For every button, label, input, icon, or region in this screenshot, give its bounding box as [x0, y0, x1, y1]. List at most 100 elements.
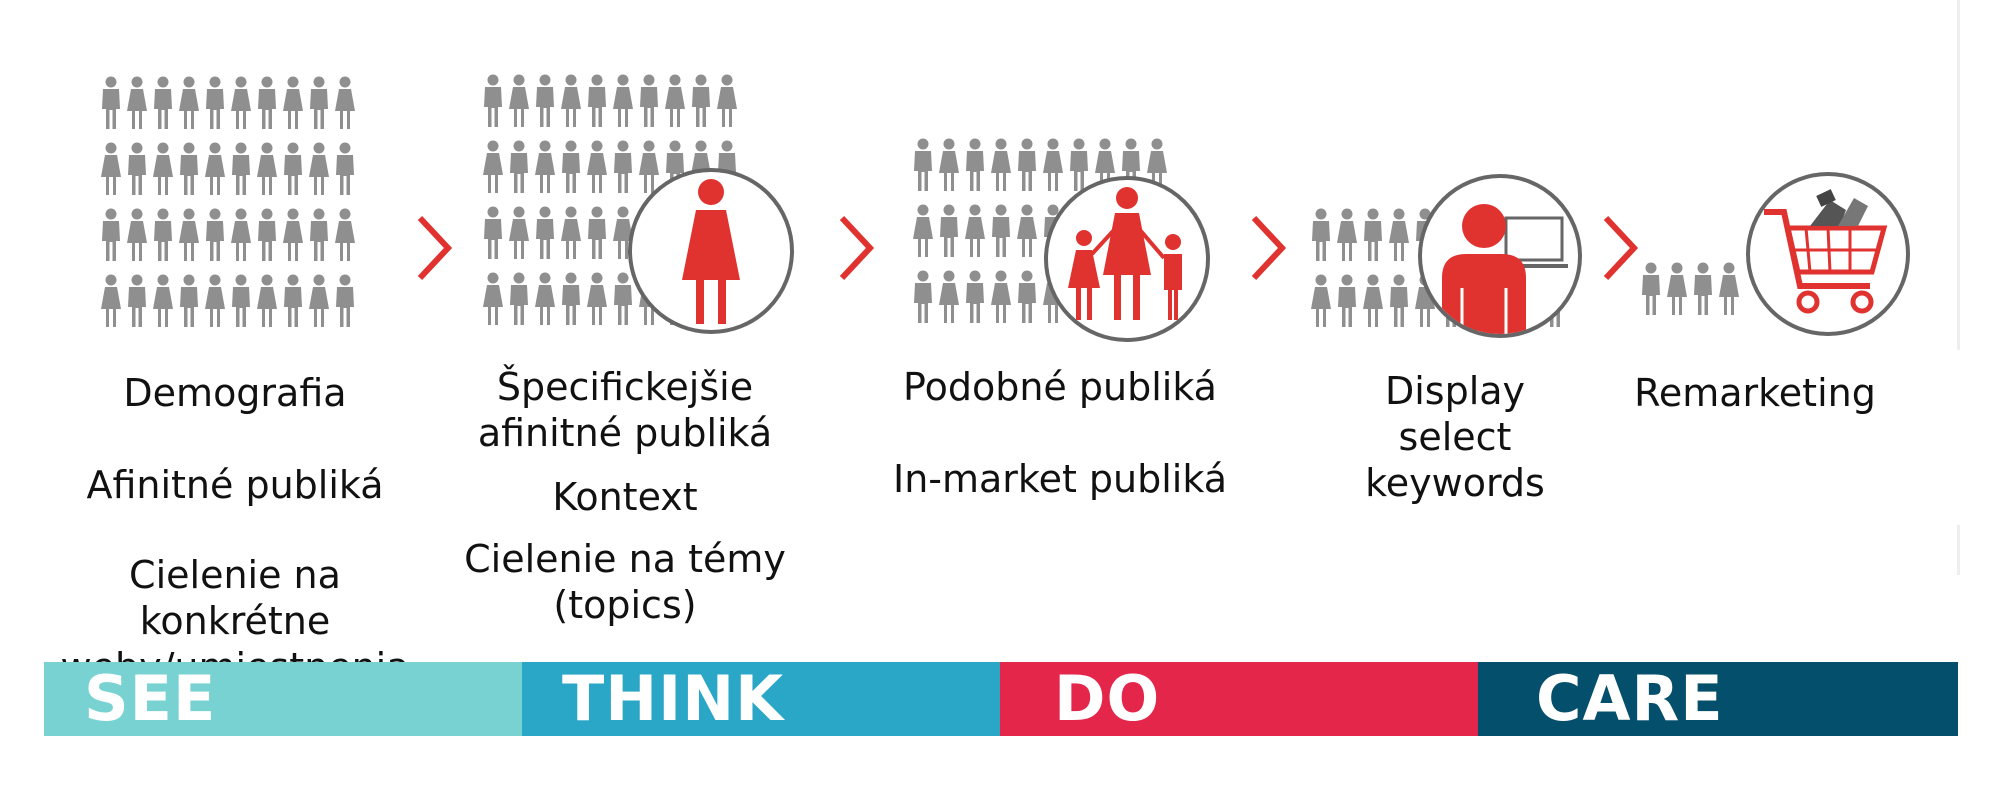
label-podobne-publika: Podobné publiká — [903, 365, 1217, 409]
person-icon — [914, 270, 932, 323]
person-icon — [639, 140, 659, 193]
person-icon — [509, 74, 529, 127]
stage-care-label: CARE — [1536, 662, 1724, 735]
person-icon — [258, 208, 276, 261]
person-icon — [484, 74, 502, 127]
person-icon — [562, 140, 580, 193]
person-icon — [335, 208, 355, 261]
person-icon — [939, 270, 959, 323]
person-icon — [1018, 270, 1036, 323]
person-icon — [232, 142, 250, 195]
shopping-cart-icon — [1764, 189, 1888, 314]
person-icon — [1389, 208, 1409, 261]
label-in-market-publika: In-market publiká — [892, 457, 1227, 501]
person-icon — [180, 274, 198, 327]
person-icon — [206, 76, 224, 129]
chevron-right-icon — [1603, 215, 1639, 281]
edge-line — [1957, 0, 1960, 350]
person-icon — [101, 142, 121, 195]
person-icon — [692, 74, 710, 127]
person-icon — [940, 204, 958, 257]
person-icon — [205, 274, 225, 327]
person-icon — [587, 140, 607, 193]
person-icon — [483, 272, 503, 325]
stage-do: DO — [1000, 662, 1478, 736]
computer-user-circle — [1418, 174, 1582, 338]
person-icon — [1018, 138, 1036, 191]
stage-do-label: DO — [1054, 662, 1161, 735]
label-cielenie-temy: Cielenie na témy (topics) — [464, 537, 786, 627]
person-icon — [992, 204, 1010, 257]
person-icon — [102, 208, 120, 261]
person-icon — [232, 274, 250, 327]
person-icon — [127, 76, 147, 129]
person-icon — [310, 76, 328, 129]
stage-think: THINK — [522, 662, 1000, 736]
person-icon — [965, 204, 985, 257]
person-icon — [154, 208, 172, 261]
person-icon — [588, 74, 606, 127]
person-icon — [180, 142, 198, 195]
person-icon — [179, 208, 199, 261]
person-icon — [614, 140, 632, 193]
person-icon — [614, 272, 632, 325]
person-icon — [561, 74, 581, 127]
person-icon — [257, 142, 277, 195]
chevron-right-icon — [1251, 215, 1287, 281]
person-icon — [483, 140, 503, 193]
person-icon — [1017, 204, 1037, 257]
person-icon — [309, 274, 329, 327]
stage-see-label: SEE — [84, 662, 217, 735]
label-display-select: Display select keywords — [1365, 369, 1545, 505]
person-icon — [153, 142, 173, 195]
person-icon — [536, 74, 554, 127]
person-icon — [561, 206, 581, 259]
crowd-icon — [101, 76, 355, 327]
person-icon — [1338, 274, 1356, 327]
stage-care: CARE — [1478, 662, 1958, 736]
label-specifickejsie: Špecifickejšie afinitné publiká — [477, 365, 773, 455]
person-icon — [128, 274, 146, 327]
person-icon — [310, 208, 328, 261]
person-icon — [127, 208, 147, 261]
person-icon — [1043, 138, 1063, 191]
shopping-cart-circle — [1746, 172, 1910, 336]
person-icon — [613, 74, 633, 127]
person-icon — [102, 76, 120, 129]
person-icon — [510, 272, 528, 325]
label-demografia: Demografia — [123, 371, 347, 415]
person-icon — [966, 270, 984, 323]
person-icon — [1311, 274, 1331, 327]
person-icon — [939, 138, 959, 191]
person-icon — [913, 204, 933, 257]
person-icon — [536, 206, 554, 259]
woman-circle — [628, 168, 794, 334]
person-icon — [1719, 262, 1739, 315]
stage-see: SEE — [44, 662, 522, 736]
person-icon — [231, 76, 251, 129]
person-icon — [206, 208, 224, 261]
person-icon — [1694, 262, 1712, 315]
person-icon — [665, 74, 685, 127]
person-icon — [231, 208, 251, 261]
person-icon — [335, 76, 355, 129]
person-icon — [1364, 208, 1382, 261]
label-remarketing: Remarketing — [1634, 371, 1876, 415]
person-icon — [562, 272, 580, 325]
person-icon — [1667, 262, 1687, 315]
person-icon — [336, 274, 354, 327]
person-icon — [966, 138, 984, 191]
person-icon — [1363, 274, 1383, 327]
person-icon — [128, 142, 146, 195]
person-icon — [258, 76, 276, 129]
person-icon — [1390, 274, 1408, 327]
person-icon — [1070, 138, 1088, 191]
person-icon — [101, 274, 121, 327]
crowd-icon — [1642, 262, 1739, 315]
person-icon — [535, 272, 555, 325]
person-icon — [336, 142, 354, 195]
person-icon — [284, 142, 302, 195]
woman-icon — [682, 179, 740, 324]
person-icon — [153, 274, 173, 327]
person-icon — [640, 74, 658, 127]
